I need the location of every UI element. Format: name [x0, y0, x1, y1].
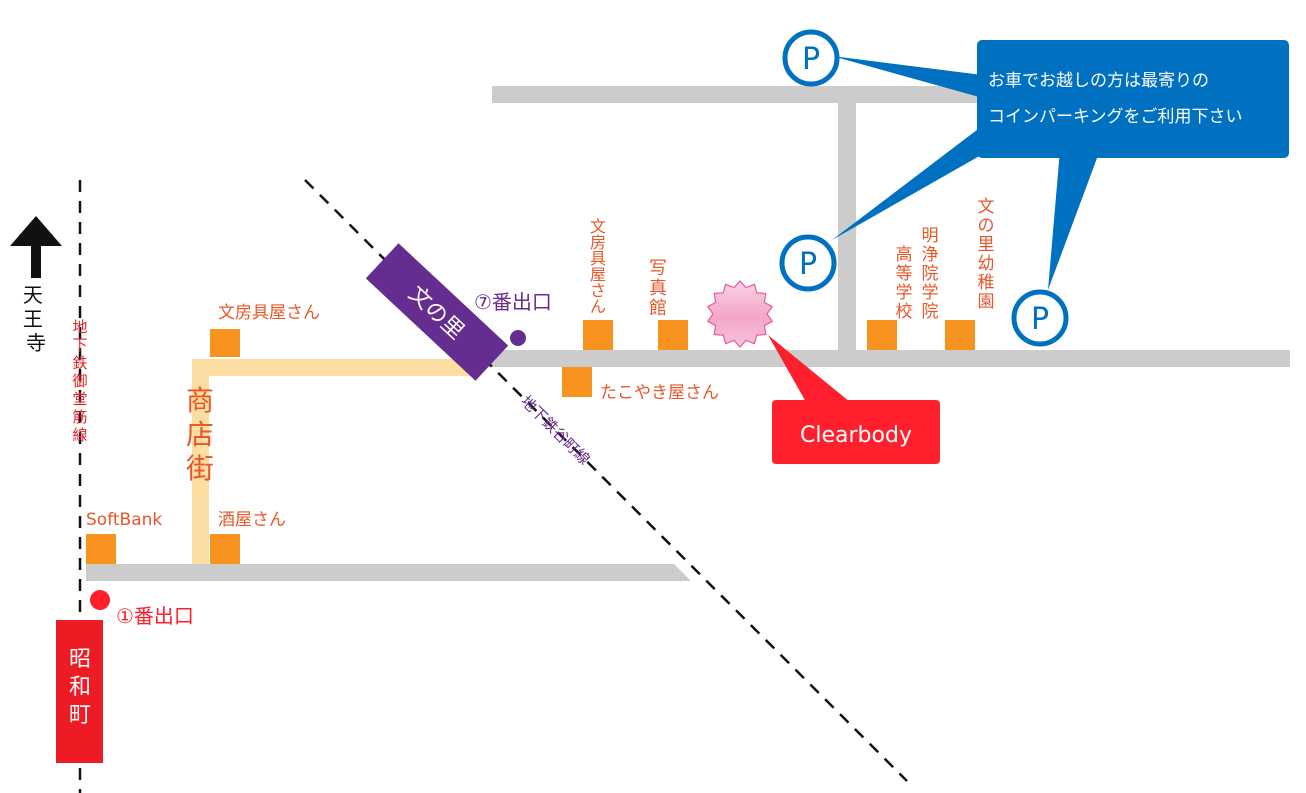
- vertical-char: さ: [590, 281, 606, 300]
- vertical-char: 和: [69, 675, 91, 700]
- parking-callout-pointer-top: [832, 56, 990, 100]
- vertical-char: 文: [978, 197, 995, 217]
- vertical-char: 幼: [978, 254, 995, 274]
- vertical-char: 下: [72, 336, 87, 354]
- road-lower: [86, 564, 691, 581]
- parking-letter: P: [802, 42, 820, 77]
- arrow-up-icon: [10, 216, 62, 278]
- vertical-char: 御: [72, 372, 87, 390]
- vertical-char: 館: [649, 298, 667, 319]
- showacho-station-block[interactable]: [56, 620, 103, 763]
- shopping-arcade-horizontal: [192, 359, 475, 376]
- vertical-char: 具: [590, 249, 606, 268]
- vertical-char: 地: [72, 318, 87, 336]
- fuminosato-station-block[interactable]: [365, 243, 509, 381]
- parking-message-line-1: お車でお越しの方は最寄りの: [988, 71, 1209, 91]
- parking-letter: P: [799, 247, 817, 282]
- parking-icon[interactable]: P: [779, 234, 837, 292]
- vertical-char: 屋: [590, 265, 606, 284]
- vertical-char: 高: [896, 245, 913, 265]
- shopping-arcade-label: 商店街: [186, 384, 214, 485]
- parking-message-line-2: コインパーキングをご利用下さい: [988, 107, 1243, 127]
- vertical-char: 学: [922, 283, 939, 303]
- vertical-char: 堂: [72, 390, 87, 408]
- midosuji-line-label: 地下鉄御堂筋線: [72, 318, 87, 444]
- starburst-marker-icon[interactable]: [706, 280, 774, 348]
- vertical-char: 房: [590, 233, 606, 252]
- parking-callout-pointer-right: [1048, 150, 1100, 290]
- vertical-char: 浄: [922, 245, 939, 265]
- vertical-char: 稚: [978, 273, 995, 293]
- vertical-char: 町: [69, 703, 91, 728]
- vertical-char: の: [978, 216, 995, 236]
- vertical-char: 写: [649, 258, 667, 279]
- parking-icon[interactable]: P: [1011, 289, 1069, 347]
- clearbody-label: Clearbody: [800, 423, 912, 448]
- vertical-char: 院: [922, 302, 939, 322]
- shop-label-highschool-line2: 高等学校: [896, 245, 913, 322]
- shop-label-takoyaki: たこやき屋さん: [600, 383, 719, 403]
- shop-label-highschool-line1: 明浄院学院: [922, 226, 939, 322]
- shop-marker-kindergarten[interactable]: [945, 320, 975, 350]
- shop-label-kindergarten: 文の里幼稚園: [978, 197, 995, 312]
- parking-icon[interactable]: P: [782, 29, 840, 87]
- vertical-char: 商: [186, 384, 214, 417]
- shop-marker-stationery-right[interactable]: [583, 320, 613, 350]
- shopping-arcade-vertical: [192, 359, 209, 564]
- shop-marker-highschool[interactable]: [867, 320, 897, 350]
- tanimachi-line: [304, 179, 908, 782]
- showacho-station-label: 昭和町: [69, 647, 91, 728]
- vertical-char: 学: [896, 283, 913, 303]
- exit-7-marker[interactable]: [510, 330, 526, 346]
- vertical-char: 校: [896, 302, 913, 322]
- shop-label-softbank: SoftBank: [86, 510, 162, 530]
- direction-label-char: 王: [23, 307, 43, 331]
- vertical-char: 院: [922, 264, 939, 284]
- exit-1-label: ①番出口: [116, 604, 194, 628]
- shop-label-photo-studio: 写真館: [649, 258, 667, 319]
- vertical-char: 真: [649, 278, 667, 299]
- vertical-char: 筋: [72, 408, 87, 426]
- direction-label-char: 寺: [26, 331, 46, 355]
- exit-1-marker[interactable]: [90, 590, 110, 610]
- parking-letter: P: [1031, 302, 1049, 337]
- vertical-char: 店: [186, 418, 214, 451]
- shop-marker-takoyaki[interactable]: [562, 367, 592, 397]
- shop-marker-photo-studio[interactable]: [658, 320, 688, 350]
- vertical-char: ん: [590, 297, 606, 316]
- direction-label: 天 王 寺: [23, 283, 49, 355]
- direction-label-char: 天: [23, 283, 43, 307]
- vertical-char: 明: [922, 226, 939, 246]
- clearbody-callout[interactable]: [772, 400, 940, 464]
- parking-callout: [977, 40, 1289, 158]
- road-upper: [492, 86, 990, 103]
- vertical-char: 昭: [69, 647, 91, 672]
- shop-marker-liquor[interactable]: [210, 534, 240, 564]
- shop-label-liquor: 酒屋さん: [218, 510, 286, 530]
- vertical-char: 文: [590, 217, 606, 236]
- vertical-char: 里: [978, 235, 995, 255]
- vertical-char: 線: [72, 426, 87, 444]
- vertical-char: 園: [978, 292, 995, 312]
- vertical-char: 等: [896, 264, 913, 284]
- vertical-char: 街: [186, 452, 214, 485]
- road-vertical-connector: [838, 103, 856, 351]
- clearbody-callout-pointer: [768, 335, 850, 402]
- shop-marker-softbank[interactable]: [86, 534, 116, 564]
- parking-callout-pointer-mid: [832, 120, 990, 240]
- vertical-char: 鉄: [72, 354, 87, 372]
- shop-label-stationery-left: 文房具屋さん: [218, 303, 320, 323]
- shop-label-stationery-right: 文房具屋さん: [590, 217, 606, 316]
- shop-marker-stationery-left[interactable]: [210, 329, 240, 357]
- exit-7-label: ⑦番出口: [474, 290, 552, 314]
- road-main: [475, 350, 1290, 367]
- tanimachi-line-label: 地下鉄谷町線: [517, 392, 593, 468]
